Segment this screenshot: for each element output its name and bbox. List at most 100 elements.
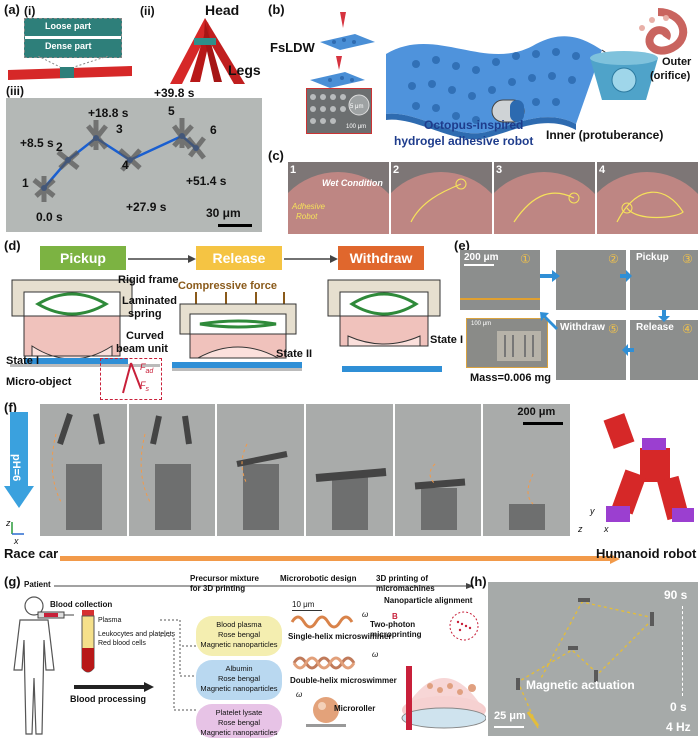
g-scale-bar (292, 610, 322, 611)
panel-a-sub-iii-label: (iii) (6, 84, 24, 98)
ph-label: pH=6 (10, 454, 22, 482)
box1-line1: Blood plasma (216, 620, 262, 629)
e-scale-label: 200 μm (464, 252, 499, 263)
e-arrow-5-1 (540, 312, 558, 330)
time-start-label: 0 s (670, 700, 687, 714)
ph-arrow (4, 412, 34, 508)
box3-line2: Rose bengal (217, 718, 261, 727)
force-inset (100, 358, 162, 400)
two-photon-line2: microprinting (370, 630, 422, 639)
pickup-gripper-diagram (10, 279, 160, 367)
single-helix-label: Single-helix microswimmer (288, 632, 392, 641)
f-ad-label: Fad (140, 362, 153, 375)
walker-time-1: +8.5 s (20, 136, 54, 150)
dense-part-label: Dense part (45, 41, 92, 51)
step-1-marker: ① (520, 252, 531, 266)
f-scale-bar (523, 422, 564, 425)
gripper-frame-1: 200 μm ① (460, 250, 540, 310)
race-car-label: Race car (4, 546, 59, 561)
box2-line1: Albumin (225, 664, 253, 673)
e-withdraw-label: Withdraw (560, 322, 605, 333)
walker-time-4: +39.8 s (154, 86, 195, 100)
double-helix-label: Double-helix microswimmer (290, 676, 397, 685)
step-2-marker: ② (608, 252, 619, 266)
workflow-arrow (54, 583, 474, 589)
e-arrow-4-5 (622, 344, 634, 356)
hydrogel-robot-sheet (386, 36, 606, 140)
patient-silhouette (13, 596, 55, 735)
panel-f-label: (f) (4, 400, 17, 415)
blood-processing-arrow (74, 682, 154, 692)
panel-a-sub-ii-label: (ii) (140, 4, 155, 18)
g-scale-label: 10 μm (292, 600, 315, 609)
patient-label: Patient (24, 580, 51, 589)
loose-dense-inset: Loose part Dense part (24, 18, 122, 58)
e-inset-scale-label: 100 μm (471, 321, 492, 327)
inset-divider (25, 36, 121, 39)
box3-line3: Magnetic nanoparticles (200, 728, 278, 737)
race-car-frame-5 (394, 404, 482, 536)
printing-line1: 3D printing of (376, 574, 428, 583)
walker-3d-model (170, 18, 245, 84)
panel-g-label: (g) (4, 574, 21, 589)
robot-title-line2: hydrogel adhesive robot (394, 134, 534, 148)
two-photon-line1: Two-photon (370, 620, 416, 629)
nanoparticle-label: Nanoparticle alignment (384, 596, 473, 605)
withdraw-gripper-diagram (327, 279, 442, 372)
microrobotic-design-label: Microrobotic design (280, 574, 357, 583)
actuation-trajectory (516, 598, 656, 729)
step-4-marker: ④ (682, 322, 693, 336)
wet-condition-label: Wet Condition (322, 178, 383, 188)
syringe-icon (37, 611, 74, 619)
mass-label: Mass=0.006 mg (470, 372, 552, 384)
laminated-label: Laminated (122, 295, 178, 307)
fsldw-process-diagram (310, 12, 375, 88)
frame-4-label: 4 (599, 164, 606, 176)
outer-label: Outer (662, 56, 692, 68)
walker-scale-label: 30 μm (206, 206, 241, 220)
blood-tube-icon (81, 610, 95, 673)
box-plasma: Blood plasma Rose bengal Magnetic nanopa… (196, 616, 282, 656)
sucker-structure-diagram (590, 51, 658, 100)
state-1b-label: State I (430, 334, 464, 346)
f-s-subscript: s (145, 385, 150, 393)
race-car-frame-3 (217, 404, 305, 536)
omega-1: ω (362, 610, 369, 619)
race-car-frame-6: 200 μm (483, 404, 571, 536)
withdraw-header: Withdraw (338, 246, 424, 270)
h-scale-bar (494, 726, 524, 728)
pillar-sem-image (306, 88, 372, 134)
walker-step-6: 6 (210, 123, 217, 137)
step-5-marker: ⑤ (608, 322, 619, 336)
panel-b-label: (b) (268, 2, 285, 17)
panel-h-label: (h) (470, 574, 487, 589)
e-scale-bar (464, 264, 494, 266)
frame-2-label: 2 (393, 164, 400, 176)
panel-c-label: (c) (268, 148, 284, 163)
gripper-frame-5: Withdraw ⑤ (556, 320, 626, 380)
gripper-inset-image: 100 μm (466, 318, 548, 368)
walker-trajectory (32, 118, 206, 202)
curved-label: Curved (126, 330, 164, 342)
b-field-label: B (392, 612, 398, 621)
microroller-icon (306, 697, 346, 727)
robot-title-line1: Octopus-inspired (424, 118, 524, 132)
release-withdraw-arrow (284, 255, 338, 263)
loose-part-label: Loose part (45, 21, 92, 31)
state-1-label: State I (6, 355, 40, 367)
legs-label: Legs (228, 62, 261, 78)
robot-frame-4: 4 (597, 162, 698, 234)
walker-time-3: +27.9 s (126, 200, 167, 214)
walker-scale-bar (218, 224, 252, 227)
frame-3-label: 3 (496, 164, 503, 176)
walker-step-5: 5 (168, 104, 175, 118)
beam-structure-diagram (8, 56, 132, 80)
precursor-line2: for 3D printing (190, 584, 246, 593)
walker-time-5: +51.4 s (186, 174, 227, 188)
inner-label: Inner (protuberance) (546, 128, 664, 142)
blood-processing-label: Blood processing (70, 694, 147, 704)
printing-setup-diagram (401, 611, 486, 730)
adhesive-robot-frames: 1 Wet Condition Adhesive Robot 2 3 4 (288, 162, 698, 234)
plasma-label: Plasma (98, 617, 122, 624)
box2-line2: Rose bengal (217, 674, 261, 683)
